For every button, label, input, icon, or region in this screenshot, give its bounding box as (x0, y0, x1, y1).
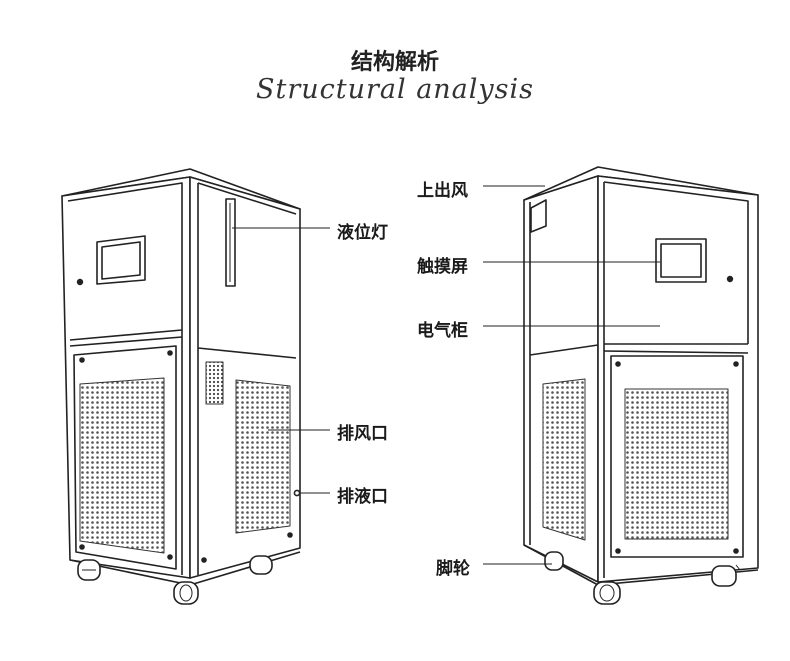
label-top-air-outlet: 上出风 (417, 181, 468, 201)
label-liquid-level-light: 液位灯 (337, 223, 388, 243)
label-casters: 脚轮 (436, 559, 470, 579)
label-exhaust-vent: 排风口 (337, 424, 388, 444)
label-drain-outlet: 排液口 (337, 487, 388, 507)
page-subtitle: Structural analysis (255, 74, 535, 105)
label-electrical-cabinet: 电气柜 (417, 321, 468, 341)
callout-lines (232, 185, 660, 565)
page-title: 结构解析 (350, 50, 439, 75)
left-unit-front-view (61, 168, 301, 605)
label-touch-screen: 触摸屏 (417, 257, 468, 277)
right-unit-back-view (523, 166, 759, 605)
